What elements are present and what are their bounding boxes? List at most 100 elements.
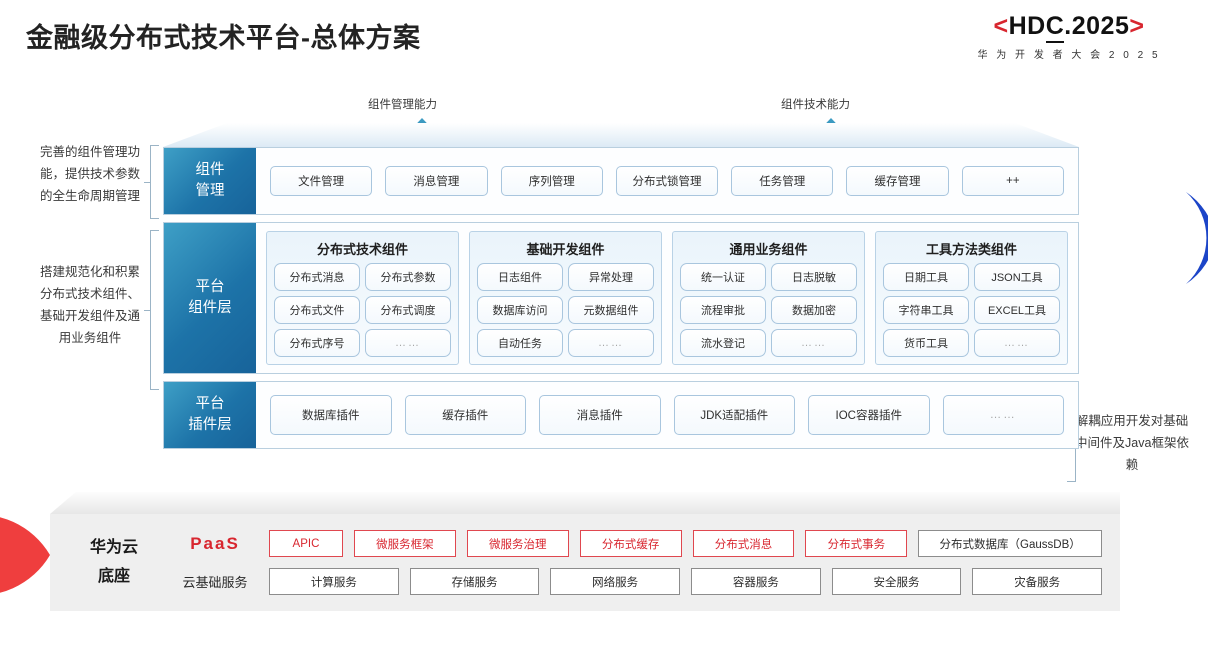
hdc-text-c: .2025 [1064,12,1130,40]
group-title: 通用业务组件 [729,242,808,257]
list-item[interactable]: 缓存插件 [404,395,526,435]
base-label-line2: 底座 [97,567,130,585]
row-label-line2: 管理 [195,183,225,199]
list-item[interactable]: 序列管理 [500,166,603,196]
paas-row: PaaS APIC 微服务框架 微服务治理 分布式缓存 分布式消息 分布式事务 … [172,530,1103,557]
hdc-logo: <HDC.2025> 华 为 开 发 者 大 会 2 0 2 5 [944,12,1194,61]
row-label-line2: 插件层 [188,417,232,433]
list-item[interactable]: 分布式缓存 [579,530,682,557]
list-item[interactable]: 日志组件 [477,263,563,291]
group-basic-development: 基础开发组件 日志组件 异常处理 数据库访问 元数据组件 自动任务 …… [469,231,662,365]
list-item[interactable]: APIC [269,530,343,557]
base-label-line1: 华为云 [89,538,138,556]
list-item[interactable]: 字符串工具 [883,296,969,324]
list-item[interactable]: 流程审批 [680,296,766,324]
group-title: 工具方法类组件 [925,242,1017,257]
list-item[interactable]: 安全服务 [831,568,962,595]
cloud-services-row: 云基础服务 计算服务 存储服务 网络服务 容器服务 安全服务 灾备服务 [172,568,1103,595]
list-item[interactable]: 分布式消息 [274,263,360,291]
list-item[interactable]: 数据库插件 [270,395,392,435]
list-item[interactable]: 分布式文件 [274,296,360,324]
list-item[interactable]: 货币工具 [883,329,969,357]
row-platform-plugin-layer: 平台 插件层 数据库插件 缓存插件 消息插件 JDK适配插件 IOC容器插件 …… [163,381,1079,449]
list-item[interactable]: 微服务框架 [353,530,456,557]
base-left-label: 华为云 底座 [66,534,162,592]
list-item[interactable]: 任务管理 [731,166,834,196]
group-distributed-tech: 分布式技术组件 分布式消息 分布式参数 分布式文件 分布式调度 分布式序号 …… [266,231,459,365]
side-note-plugin-layer: 解耦应用开发对基础中间件及Java框架依赖 [1075,414,1189,472]
red-wedge-shape [0,517,50,593]
list-item[interactable]: IOC容器插件 [808,395,930,435]
group-grid: 日志组件 异常处理 数据库访问 元数据组件 自动任务 …… [477,263,654,357]
list-item[interactable]: …… [568,329,654,357]
list-item[interactable]: 分布式调度 [365,296,451,324]
list-item[interactable]: …… [974,329,1060,357]
list-item[interactable]: 网络服务 [550,568,681,595]
group-tool-methods: 工具方法类组件 日期工具 JSON工具 字符串工具 EXCEL工具 货币工具 …… [875,231,1068,365]
row-label-platform-component-layer: 平台 组件层 [164,223,256,373]
list-item[interactable]: JSON工具 [974,263,1060,291]
row-body-platform-plugin-layer: 数据库插件 缓存插件 消息插件 JDK适配插件 IOC容器插件 …… [256,382,1078,448]
list-item[interactable]: 元数据组件 [568,296,654,324]
list-item[interactable]: 消息插件 [539,395,661,435]
row-label-component-management: 组件 管理 [164,148,256,214]
row-body-platform-component-layer: 分布式技术组件 分布式消息 分布式参数 分布式文件 分布式调度 分布式序号 ……… [256,223,1078,373]
row-label-line1: 平台 [195,278,225,295]
group-common-business: 通用业务组件 统一认证 日志脱敏 流程审批 数据加密 流水登记 …… [672,231,865,365]
brace-component-management [144,145,164,219]
row-label-line1: 组件 [195,161,225,178]
side-note-platform-components: 搭建规范化和积累分布式技术组件、基础开发组件及通用业务组件 [39,265,140,345]
list-item[interactable]: ++ [961,166,1064,196]
bracket-left-icon: < [993,12,1009,40]
list-item[interactable]: 流水登记 [680,329,766,357]
list-item[interactable]: 分布式事务 [805,530,908,557]
group-title: 基础开发组件 [526,242,605,257]
side-note-component-management: 完善的组件管理功能，提供技术参数的全生命周期管理 [39,145,140,203]
list-item[interactable]: 日期工具 [883,263,969,291]
list-item[interactable]: EXCEL工具 [974,296,1060,324]
list-item[interactable]: …… [771,329,857,357]
list-item[interactable]: 分布式参数 [365,263,451,291]
list-item[interactable]: 分布式数据库（GaussDB） [918,530,1103,557]
base-rows: PaaS APIC 微服务框架 微服务治理 分布式缓存 分布式消息 分布式事务 … [172,530,1103,595]
bracket-right-icon: > [1129,12,1145,40]
architecture-stack: 组件 管理 文件管理 消息管理 序列管理 分布式锁管理 任务管理 缓存管理 ++… [163,123,1079,449]
list-item[interactable]: 数据库访问 [477,296,563,324]
list-item[interactable]: 统一认证 [680,263,766,291]
base-body: 华为云 底座 PaaS APIC 微服务框架 微服务治理 分布式缓存 分布式消息… [50,514,1120,611]
group-grid: 统一认证 日志脱敏 流程审批 数据加密 流水登记 …… [680,263,857,357]
row-label-line1: 平台 [195,395,225,412]
page-title: 金融级分布式技术平台-总体方案 [26,23,421,53]
list-item[interactable]: 分布式消息 [692,530,795,557]
list-item[interactable]: 存储服务 [409,568,540,595]
arrow-label-right: 组件技术能力 [781,99,850,111]
hdc-text-b: C [1045,12,1065,43]
list-item[interactable]: 日志脱敏 [771,263,857,291]
stack-top-bevel [163,123,1079,147]
group-title: 分布式技术组件 [316,242,408,257]
list-item[interactable]: 异常处理 [568,263,654,291]
list-item[interactable]: 分布式锁管理 [615,166,719,196]
list-item[interactable]: 容器服务 [691,568,821,595]
list-item[interactable]: …… [942,395,1064,435]
list-item[interactable]: 分布式序号 [274,329,360,357]
group-grid: 日期工具 JSON工具 字符串工具 EXCEL工具 货币工具 …… [883,263,1060,357]
list-item[interactable]: …… [365,329,451,357]
hdc-text-a: HD [1008,12,1046,40]
list-item[interactable]: 缓存管理 [846,166,949,196]
list-item[interactable]: 文件管理 [270,166,373,196]
cloud-services-label: 云基础服务 [182,575,248,590]
list-item[interactable]: JDK适配插件 [673,395,795,435]
list-item[interactable]: 自动任务 [477,329,563,357]
list-item[interactable]: 微服务治理 [466,530,569,557]
list-item[interactable]: 计算服务 [269,568,399,595]
group-grid: 分布式消息 分布式参数 分布式文件 分布式调度 分布式序号 …… [274,263,451,357]
hdc-logo-subtitle: 华 为 开 发 者 大 会 2 0 2 5 [977,50,1161,61]
list-item[interactable]: 数据加密 [771,296,857,324]
paas-label: PaaS [190,533,240,553]
list-item[interactable]: 灾备服务 [972,568,1103,595]
row-label-platform-plugin-layer: 平台 插件层 [164,382,256,448]
row-body-component-management: 文件管理 消息管理 序列管理 分布式锁管理 任务管理 缓存管理 ++ [256,148,1078,214]
list-item[interactable]: 消息管理 [385,166,488,196]
